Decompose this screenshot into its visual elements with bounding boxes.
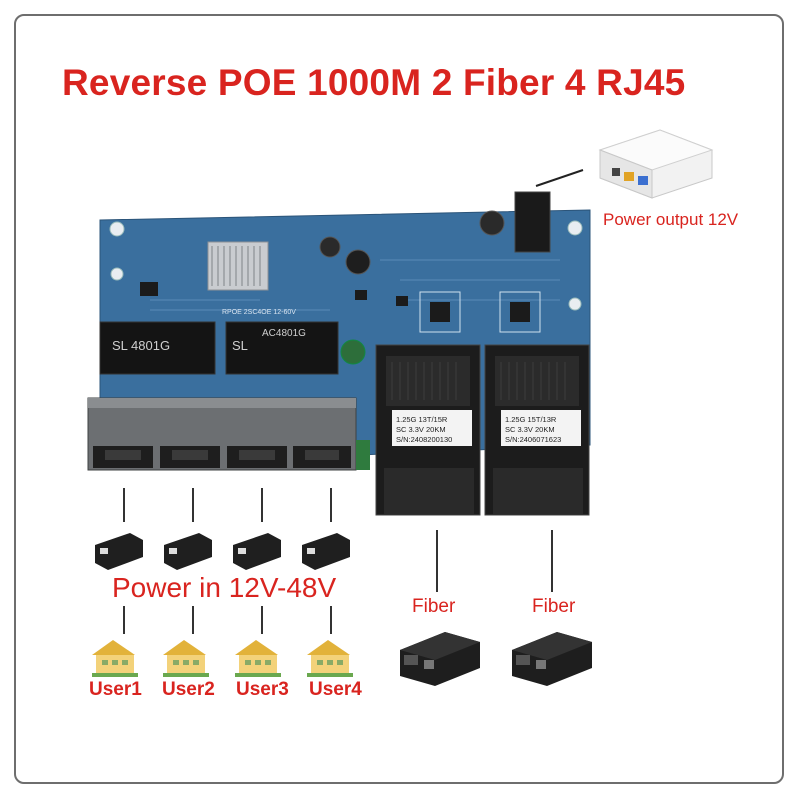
- user-label-1: User1: [89, 679, 142, 700]
- svg-text:AC4801G: AC4801G: [262, 328, 306, 339]
- svg-text:SC 3.3V 20KM: SC 3.3V 20KM: [505, 425, 555, 434]
- svg-text:SL: SL: [232, 338, 248, 353]
- fiber-label-right: Fiber: [532, 596, 576, 617]
- svg-text:1.25G 13T/15R: 1.25G 13T/15R: [396, 415, 448, 424]
- rj45-port-block: [87, 397, 370, 471]
- rj45-port: [293, 446, 351, 468]
- product-title: Reverse POE 1000M 2 Fiber 4 RJ45: [62, 62, 686, 103]
- port-pointer-lines: [123, 488, 553, 634]
- magnetics-chip-left: SL 4801G: [99, 321, 216, 375]
- power-output-pointer: [535, 169, 584, 187]
- media-converter-icon: [512, 632, 592, 686]
- rj45-port: [227, 446, 287, 468]
- svg-text:S/N:2406071623: S/N:2406071623: [505, 435, 561, 444]
- magnetics-chip-right: SL AC4801G: [225, 321, 339, 375]
- svg-text:S/N:2408200130: S/N:2408200130: [396, 435, 452, 444]
- power-output-label: Power output 12V: [603, 210, 739, 229]
- poe-injector-icon: [95, 533, 143, 570]
- house-icon: [307, 640, 353, 677]
- pcb-silkscreen: RPOE 2SC4OE 12-60V: [222, 309, 296, 316]
- poe-injector-icon: [233, 533, 281, 570]
- user-label-3: User3: [236, 679, 289, 700]
- rj45-port: [93, 446, 153, 468]
- svg-text:SL 4801G: SL 4801G: [112, 338, 170, 353]
- router-device: [598, 129, 714, 199]
- svg-text:SC 3.3V 20KM: SC 3.3V 20KM: [396, 425, 446, 434]
- power-input-label: Power in 12V-48V: [112, 572, 337, 603]
- house-icon: [235, 640, 281, 677]
- user-label-4: User4: [309, 679, 362, 700]
- user-label-2: User2: [162, 679, 215, 700]
- poe-injector-icon: [302, 533, 350, 570]
- heatsink: [207, 241, 269, 291]
- svg-text:1.25G 15T/13R: 1.25G 15T/13R: [505, 415, 557, 424]
- poe-injector-icon: [164, 533, 212, 570]
- house-icon: [92, 640, 138, 677]
- media-converter-icon: [400, 632, 480, 686]
- rj45-port: [160, 446, 220, 468]
- sfp-module-left: 1.25G 13T/15R SC 3.3V 20KM S/N:240820013…: [375, 344, 481, 516]
- dc-power-jack: [514, 191, 551, 253]
- fiber-label-left: Fiber: [412, 596, 456, 617]
- house-icon: [163, 640, 209, 677]
- sfp-module-right: 1.25G 15T/13R SC 3.3V 20KM S/N:240607162…: [484, 344, 590, 516]
